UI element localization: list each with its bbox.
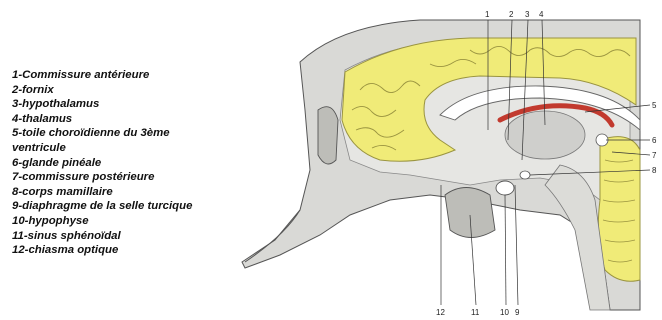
callout-3: 3 xyxy=(525,10,530,19)
callout-7: 7 xyxy=(652,151,657,160)
cerebellum xyxy=(598,137,640,282)
callout-12: 12 xyxy=(436,308,445,317)
mamillary-body xyxy=(520,171,530,179)
frontal-sinus xyxy=(318,107,338,164)
callout-6: 6 xyxy=(652,136,657,145)
callout-2: 2 xyxy=(509,10,514,19)
callout-8: 8 xyxy=(652,166,657,175)
callout-11: 11 xyxy=(471,308,480,317)
callout-1: 1 xyxy=(485,10,490,19)
sphenoid-sinus xyxy=(445,188,495,238)
pituitary xyxy=(496,181,514,195)
callout-5: 5 xyxy=(652,101,657,110)
callout-4: 4 xyxy=(539,10,544,19)
callout-9: 9 xyxy=(515,308,520,317)
callout-10: 10 xyxy=(500,308,509,317)
